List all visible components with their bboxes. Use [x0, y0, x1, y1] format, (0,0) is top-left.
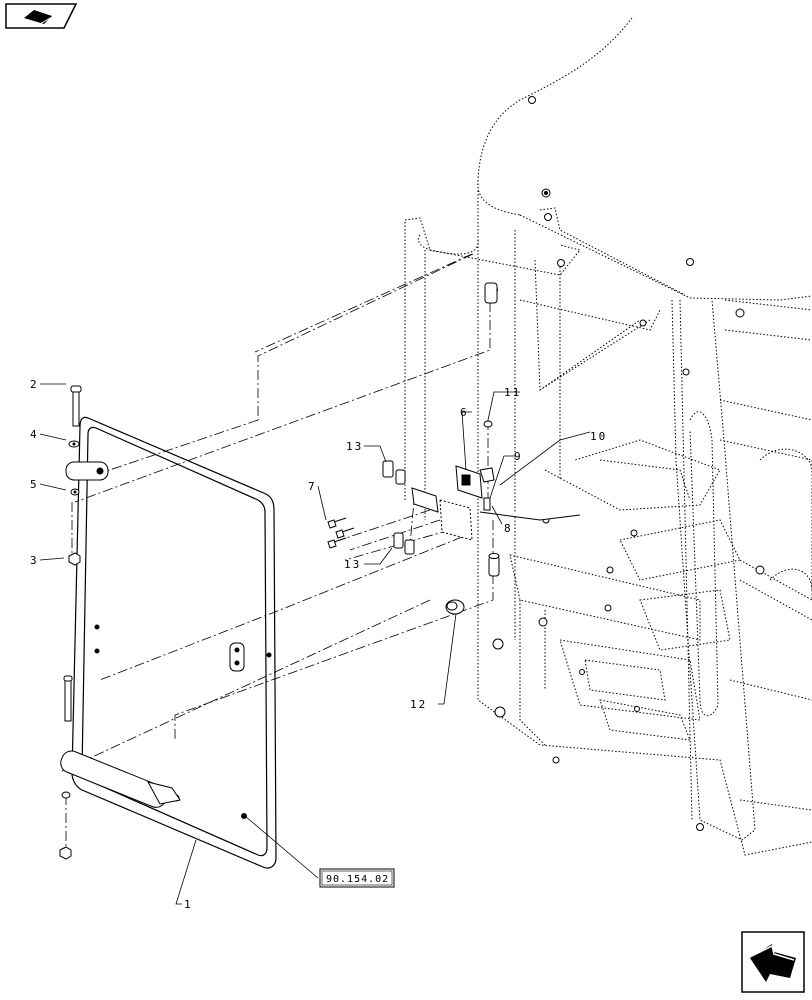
cab-frame [404, 17, 812, 856]
plug [445, 599, 465, 615]
callout-8: 8 [504, 522, 513, 535]
callout-13-upper: 13 [346, 440, 363, 453]
next-arrow-icon[interactable] [741, 931, 805, 993]
callout-1: 1 [184, 898, 193, 911]
reference-label: 90.154.02 [326, 874, 389, 885]
latch-assembly [411, 420, 581, 541]
frame-fasteners [488, 96, 765, 831]
screws [327, 517, 355, 549]
callout-13-lower: 13 [344, 558, 361, 571]
washers-nuts [59, 440, 81, 860]
reference-box[interactable]: 90.154.02 [319, 868, 395, 888]
book-page-icon[interactable] [5, 3, 78, 29]
cab-door [71, 416, 277, 869]
callout-4: 4 [30, 428, 39, 441]
callout-12: 12 [410, 698, 427, 711]
assembly-lines [59, 253, 494, 850]
door-hardware [60, 461, 272, 819]
clips [382, 460, 415, 555]
callout-6: 6 [460, 406, 469, 419]
callout-11: 11 [504, 386, 521, 399]
callout-3: 3 [30, 554, 39, 567]
striker-post [484, 282, 500, 577]
callout-7: 7 [308, 480, 317, 493]
leader-lines [39, 383, 591, 905]
hinge-bolts [63, 385, 82, 722]
callout-10: 10 [590, 430, 607, 443]
callouts: 2 4 5 3 7 13 13 6 9 8 11 10 12 1 [30, 378, 607, 911]
callout-9: 9 [514, 450, 523, 463]
callout-2: 2 [30, 378, 39, 391]
callout-5: 5 [30, 478, 39, 491]
